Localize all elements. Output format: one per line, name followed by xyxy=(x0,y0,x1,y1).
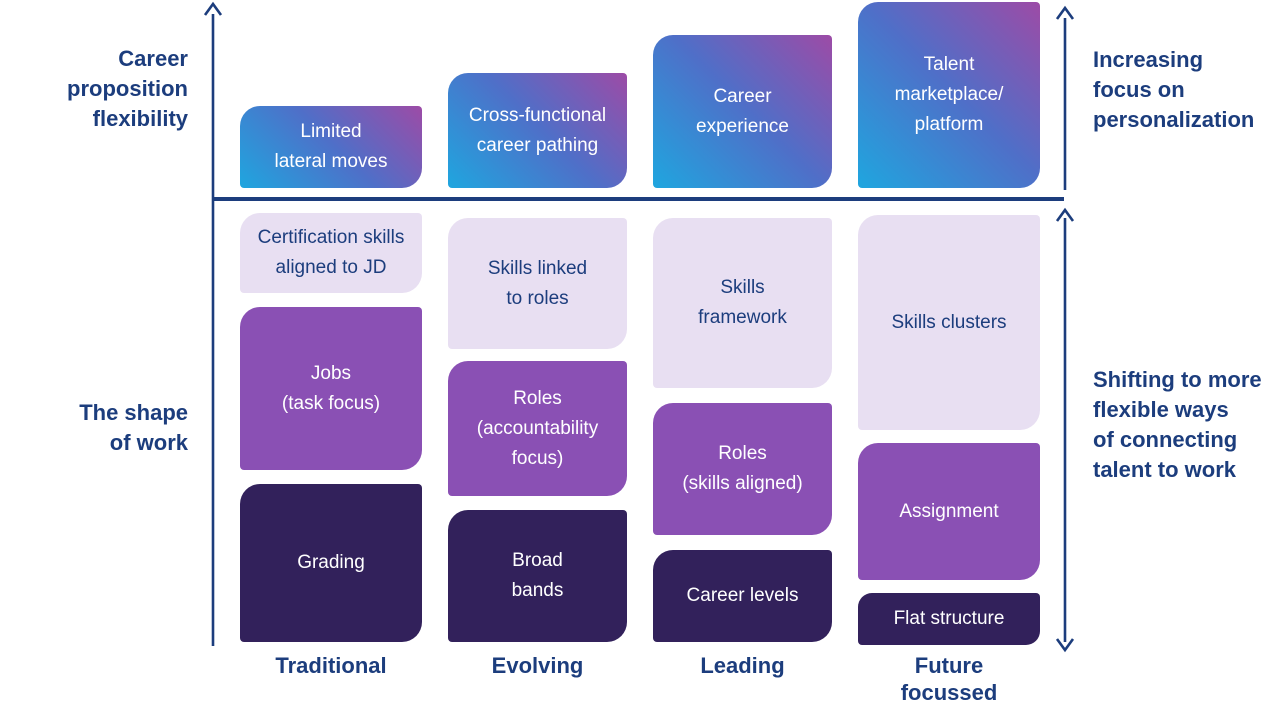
box-talent-marketplace-platform-label: Talent marketplace/ platform xyxy=(894,54,1004,135)
box-roles-accountability-focus: Roles (accountability focus) xyxy=(448,361,627,496)
box-career-levels: Career levels xyxy=(653,550,832,642)
box-cross-functional-career-pathing-label: Cross-functional career pathing xyxy=(468,104,607,156)
annotation-shifting-flexible-ways: Shifting to more flexible ways of connec… xyxy=(1093,367,1262,482)
box-grading: Grading xyxy=(240,484,422,642)
box-broad-bands-label: Broad bands xyxy=(511,550,564,601)
box-certification-skills-label: Certification skills aligned to JD xyxy=(257,227,405,278)
box-jobs-task-focus-label: Jobs (task focus) xyxy=(281,362,381,414)
box-roles-skills-aligned-label: Roles (skills aligned) xyxy=(682,443,803,494)
box-assignment-label: Assignment xyxy=(899,500,999,522)
box-career-levels-label: Career levels xyxy=(686,585,799,606)
box-skills-linked-to-roles-label: Skills linked to roles xyxy=(487,257,588,309)
row-label-career-proposition-flexibility: Career proposition flexibility xyxy=(67,46,188,131)
column-label-evolving: Evolving xyxy=(491,653,584,678)
box-flat-structure: Flat structure xyxy=(858,593,1040,645)
box-talent-marketplace-platform: Talent marketplace/ platform xyxy=(858,2,1040,188)
box-roles-accountability-focus-label: Roles (accountability focus) xyxy=(476,387,599,469)
box-career-experience-label: Career experience xyxy=(696,85,789,137)
bottom-right-double-arrow xyxy=(1055,207,1075,653)
annotation-increasing-personalization: Increasing focus on personalization xyxy=(1093,47,1255,132)
box-skills-framework-label: Skills framework xyxy=(698,277,787,328)
box-skills-clusters: Skills clusters xyxy=(858,215,1040,430)
box-broad-bands: Broad bands xyxy=(448,510,627,642)
box-jobs-task-focus: Jobs (task focus) xyxy=(240,307,422,470)
column-label-future-focussed: Future focussed xyxy=(900,653,998,705)
box-limited-lateral-moves-label: Limited lateral moves xyxy=(274,121,388,172)
box-certification-skills: Certification skills aligned to JD xyxy=(240,213,422,293)
row-label-shape-of-work: The shape of work xyxy=(79,400,188,455)
column-label-leading: Leading xyxy=(700,653,785,678)
box-flat-structure-label: Flat structure xyxy=(893,608,1005,629)
box-grading-label: Grading xyxy=(297,552,365,573)
column-label-traditional: Traditional xyxy=(275,653,387,678)
box-roles-skills-aligned: Roles (skills aligned) xyxy=(653,403,832,535)
top-right-up-arrow xyxy=(1055,5,1075,190)
box-limited-lateral-moves: Limited lateral moves xyxy=(240,106,422,188)
box-assignment: Assignment xyxy=(858,443,1040,580)
box-skills-linked-to-roles: Skills linked to roles xyxy=(448,218,627,349)
box-cross-functional-career-pathing: Cross-functional career pathing xyxy=(448,73,627,188)
horizontal-divider-line xyxy=(213,197,1064,201)
box-skills-framework: Skills framework xyxy=(653,218,832,388)
box-career-experience: Career experience xyxy=(653,35,832,188)
left-axis-up-arrow xyxy=(203,1,223,646)
box-skills-clusters-label: Skills clusters xyxy=(891,311,1007,333)
